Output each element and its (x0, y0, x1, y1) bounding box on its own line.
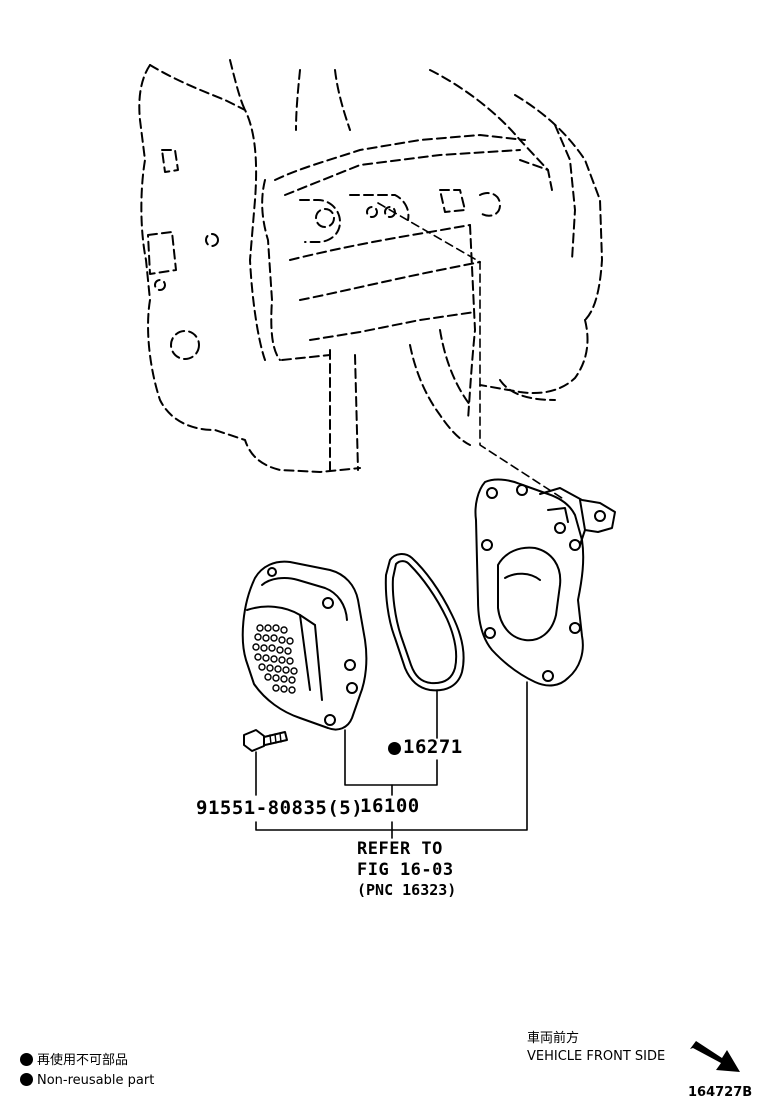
water-pump-body (241, 560, 368, 731)
legend-en-text: Non-reusable part (37, 1073, 155, 1088)
legend-jp: 再使用不可部品 (20, 1053, 128, 1067)
refer-line-2: FIG 16-03 (357, 860, 454, 880)
gasket-callout: 16271 (388, 738, 463, 757)
bolt (243, 729, 288, 752)
engine-leader-line (377, 202, 566, 501)
legend-jp-text: 再使用不可部品 (37, 1053, 129, 1068)
refer-line-1: REFER TO (357, 839, 443, 859)
legend-dot-icon (20, 1073, 33, 1086)
refer-line-3: (PNC 16323) (357, 881, 457, 899)
gasket-part-number: 16271 (403, 736, 463, 758)
water-pump-gasket (384, 553, 465, 692)
legend-dot-icon (20, 1053, 33, 1066)
callout-leaders (255, 681, 528, 839)
non-reusable-dot-icon (388, 742, 401, 755)
pump-part-number: 16100 (360, 795, 420, 817)
legend-en: Non-reusable part (20, 1073, 154, 1087)
engine-block-outline (138, 59, 603, 473)
vehicle-front-arrow-icon (690, 1041, 740, 1072)
front-side-jp: 車両前方 (527, 1031, 580, 1046)
front-side-en: VEHICLE FRONT SIDE (527, 1049, 666, 1064)
water-pump-housing (474, 478, 616, 687)
figure-number: 164727B (688, 1085, 753, 1100)
bolt-part-number: 91551-80835(5) (196, 797, 364, 819)
